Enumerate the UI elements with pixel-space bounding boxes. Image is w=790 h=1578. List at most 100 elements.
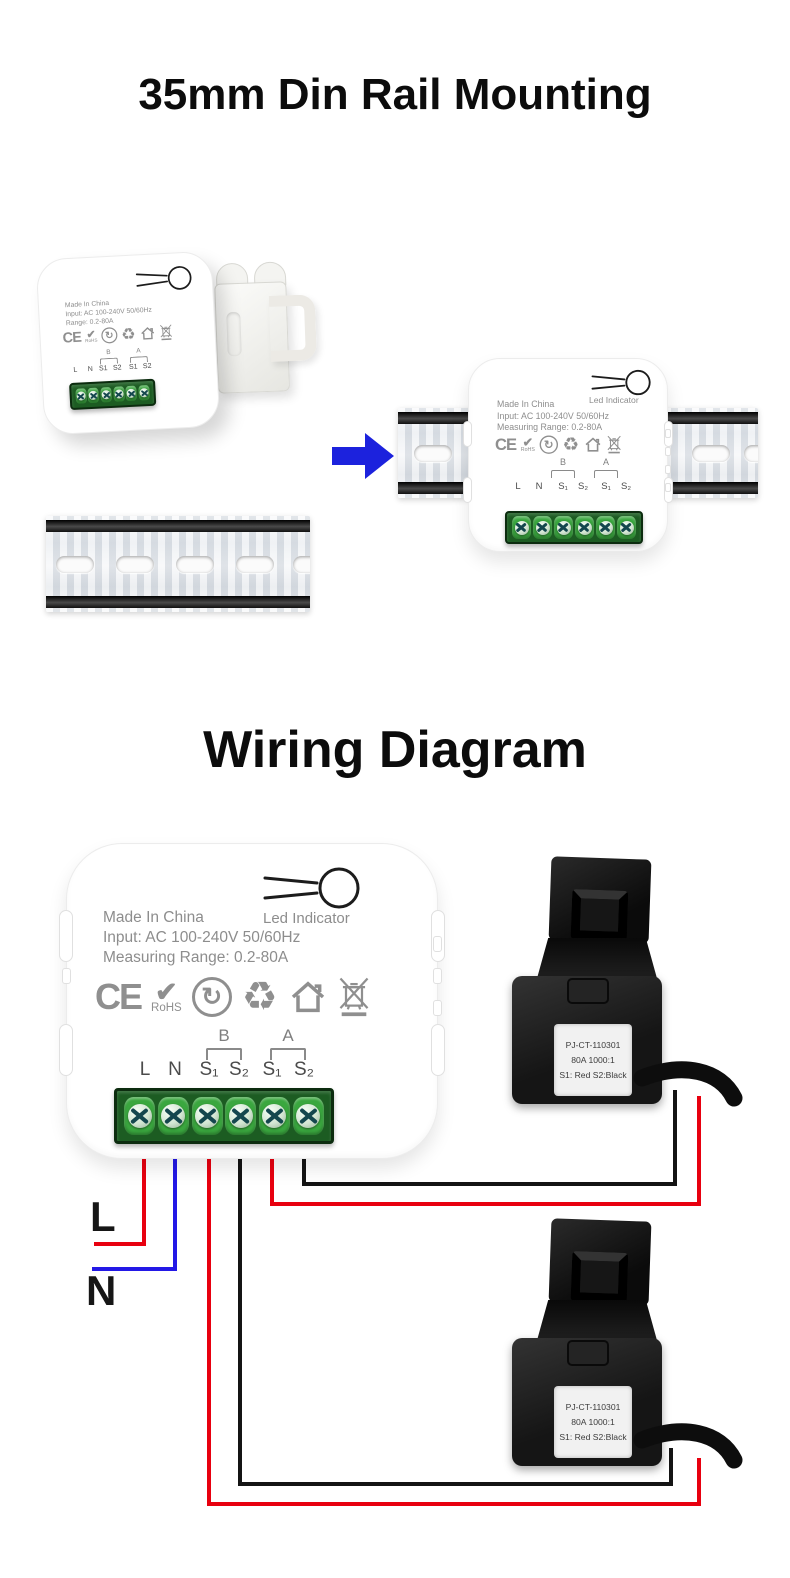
device-print-info: Made In China Input: AC 100-240V 50/60Hz… — [103, 908, 300, 968]
rail-slot — [236, 556, 274, 573]
wiring-section-title: Wiring Diagram — [203, 721, 587, 779]
made-in-text: Made In China — [497, 399, 555, 409]
certification-icons: CE ✔ RoHS ↻ ♻ — [62, 324, 173, 347]
terminal-block — [505, 511, 643, 544]
rail-slot — [293, 556, 310, 573]
group-b-bracket — [206, 1048, 242, 1060]
recycle-icon: ♻ — [241, 975, 278, 1019]
group-b-label: B — [218, 1026, 230, 1045]
house-icon — [141, 327, 154, 340]
screw-icon — [262, 1104, 287, 1128]
screw-icon — [101, 389, 112, 400]
recycle-icon: ♻ — [120, 325, 137, 344]
screw-icon — [126, 388, 137, 399]
rail-slot — [176, 556, 214, 573]
weee-bin-icon — [607, 435, 621, 454]
mount-ridge — [62, 968, 71, 984]
screw-icon — [514, 520, 529, 535]
screw-icon — [556, 520, 571, 535]
weee-bin-icon — [339, 977, 368, 1017]
terminal — [554, 516, 573, 539]
rail-slot — [414, 445, 452, 462]
input-rating-text: Input: AC 100-240V 50/60Hz — [497, 410, 609, 421]
wire-s2a-black-riser — [673, 1090, 677, 1186]
screw-icon — [619, 520, 634, 535]
wire-neutral-horizontal — [92, 1267, 177, 1271]
clamp-cable — [633, 1061, 743, 1107]
clamp-jaw — [548, 1218, 652, 1306]
clamp-rating: 80A 1000:1 — [571, 1417, 615, 1427]
screw-icon — [139, 387, 149, 398]
mount-tab — [59, 1024, 73, 1076]
circular-arrow-icon: ↻ — [201, 983, 223, 1011]
recycle-icon: ♻ — [562, 434, 579, 455]
terminal-label-n: N — [87, 365, 94, 374]
terminal-label-s1a: S₁ — [262, 1059, 282, 1080]
clamp-hinge — [536, 1300, 658, 1344]
group-a-bracket — [594, 470, 618, 478]
screw-icon — [88, 390, 99, 401]
terminal-block — [114, 1088, 334, 1144]
terminal — [575, 516, 594, 539]
wire-s2a-black-horizontal — [302, 1182, 677, 1186]
mount-ridge — [433, 936, 442, 952]
screw-icon — [577, 520, 592, 535]
terminal — [617, 516, 636, 539]
rail-top-lip — [46, 520, 310, 532]
led-indicator-label: Led Indicator — [589, 395, 639, 405]
wire-live-vertical — [142, 1152, 146, 1246]
clamp-button — [567, 978, 609, 1004]
group-b-label: B — [559, 457, 566, 467]
rohs-label: RoHS — [520, 447, 535, 453]
clamp-wire-note: S1: Red S2:Black — [559, 1070, 627, 1080]
group-a-label: A — [282, 1026, 294, 1045]
certification-icons: CE ✔ RoHS ↻ ♻ — [95, 976, 370, 1018]
check-icon: ✔ — [155, 977, 178, 1008]
wire-live-horizontal — [94, 1242, 146, 1246]
group-b-label: B — [106, 348, 111, 357]
screw-icon — [76, 391, 86, 401]
clip-hook — [268, 294, 317, 362]
terminal-label-n: N — [168, 1059, 182, 1080]
rohs-icon: ✔ RoHS — [151, 979, 182, 1015]
clamp-latch — [570, 889, 629, 941]
terminal — [191, 1097, 223, 1135]
group-b-bracket — [99, 357, 119, 365]
rail-slot — [56, 556, 94, 573]
ce-mark-icon: CE — [62, 328, 82, 346]
rail-bottom-lip — [46, 596, 310, 608]
mount-ridge — [433, 968, 442, 984]
green-dot-icon: ↻ — [100, 326, 118, 344]
mount-ridge — [665, 465, 671, 474]
made-in-text: Made In China — [103, 909, 204, 926]
green-dot-icon: ↻ — [539, 435, 558, 454]
terminal — [512, 516, 531, 539]
screw-icon — [535, 520, 550, 535]
group-b-bracket — [551, 470, 575, 478]
neutral-wire-label: N — [86, 1267, 117, 1314]
wire-s2a-black-vertical — [302, 1152, 306, 1186]
led-indicator-icon — [135, 266, 192, 290]
input-rating-text: Input: AC 100-240V 50/60Hz — [103, 929, 301, 946]
circular-arrow-icon: ↻ — [543, 438, 554, 452]
screw-icon — [127, 1104, 152, 1128]
wire-s2b-black-horizontal — [238, 1482, 673, 1486]
terminal — [87, 387, 100, 404]
screw-icon — [228, 1104, 253, 1128]
din-rail-piece — [46, 516, 310, 612]
wire-s1a-red-horizontal — [270, 1202, 701, 1206]
screw-icon — [598, 520, 613, 535]
terminal — [100, 386, 113, 403]
weee-bin-icon — [159, 324, 172, 341]
screw-icon — [195, 1104, 220, 1128]
rail-slot — [744, 445, 758, 462]
rail-slot — [692, 445, 730, 462]
screw-icon — [161, 1104, 186, 1128]
terminal — [124, 1097, 156, 1135]
clamp-wire-note: S1: Red S2:Black — [559, 1432, 627, 1442]
mount-ridge — [433, 1000, 442, 1016]
circular-arrow-icon: ↻ — [104, 329, 114, 342]
ct-clamp-upper: PJ-CT-110301 80A 1000:1 S1: Red S2:Black — [510, 856, 670, 1106]
led-indicator-icon — [263, 867, 360, 909]
